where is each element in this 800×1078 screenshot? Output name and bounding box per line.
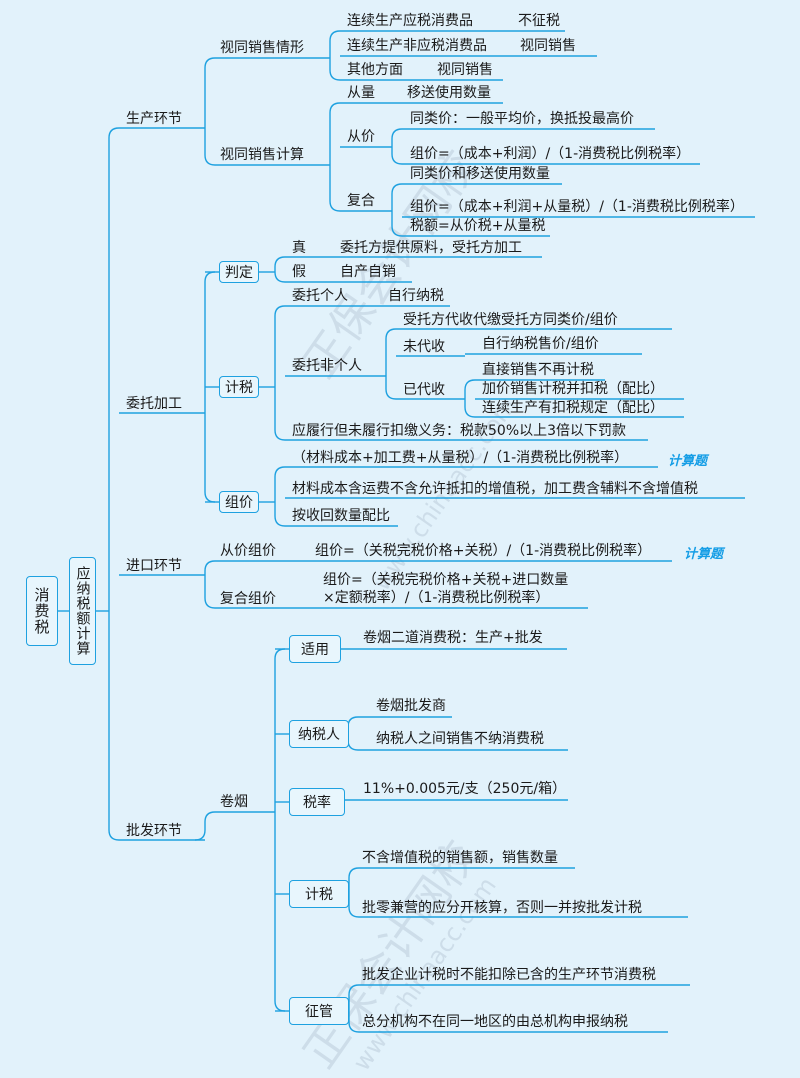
cigarette-label: 卷烟 [220, 794, 248, 810]
wholesale-tax-item: 不含增值税的销售额，销售数量 [362, 850, 558, 866]
wholesale-tax-node: 计税 [289, 880, 349, 908]
import-title: 进口环节 [126, 558, 182, 574]
ad-valorem-item: 组价=（成本+利润）/（1-消费税比例税率） [410, 146, 691, 162]
connector [274, 466, 286, 527]
composite-price-label: 组价 [225, 495, 253, 511]
rate-node: 税率 [289, 788, 345, 816]
judge-true-value: 委托方提供原料，受托方加工 [340, 240, 522, 256]
collected-item: 连续生产有扣税规定（配比） [482, 400, 664, 416]
admin-item: 总分机构不在同一地区的由总机构申报纳税 [362, 1014, 628, 1030]
apply-label: 适用 [301, 642, 329, 658]
import-compound-line2: ×定额税率）/（1-消费税比例税率） [323, 590, 550, 606]
rate-label: 税率 [303, 795, 331, 811]
deemed-case-label: 其他方面 [347, 62, 403, 78]
judge-false-label: 假 [292, 264, 306, 280]
connector [274, 305, 286, 441]
apply-value: 卷烟二道消费税：生产+批发 [363, 630, 543, 646]
import-compound-label: 复合组价 [220, 591, 276, 607]
ad-valorem-item: 同类价：一般平均价，换抵投最高价 [410, 111, 634, 127]
composite-price-node: 组价 [219, 491, 259, 513]
compound-item: 同类价和移送使用数量 [410, 166, 550, 182]
individual-label: 委托个人 [292, 288, 348, 304]
connector [274, 648, 286, 1012]
connector [108, 127, 120, 841]
deemed-calc-title: 视同销售计算 [220, 147, 304, 163]
sub-root-label: 应纳税额计算 [74, 566, 91, 656]
tax-label: 计税 [225, 380, 253, 396]
rate-value: 11%+0.005元/支（250元/箱） [363, 781, 567, 797]
sub-root-node: 应纳税额计算 [69, 557, 96, 665]
withheld-by-agent: 受托方代收代缴受托方同类价/组价 [403, 312, 618, 328]
connector [348, 867, 360, 918]
compound-item: 税额=从价税+从量税 [410, 218, 546, 234]
import-compound-line1: 组价=（关税完税价格+关税+进口数量 [323, 572, 569, 588]
connector [348, 984, 360, 1033]
import-ad-valorem-label: 从价组价 [220, 543, 276, 559]
judge-label: 判定 [225, 265, 253, 281]
admin-item: 批发企业计税时不能扣除已含的生产环节消费税 [362, 967, 656, 983]
production-title: 生产环节 [126, 111, 182, 127]
taxpayer-item: 卷烟批发商 [376, 698, 446, 714]
deemed-case-label: 连续生产非应税消费品 [347, 38, 487, 54]
collected-item: 加价销售计税并扣税（配比） [482, 381, 664, 397]
taxpayer-label: 纳税人 [298, 727, 340, 743]
compound-item: 组价=（成本+利润+从量税）/（1-消费税比例税率） [410, 199, 744, 215]
import-ad-valorem-value: 组价=（关税完税价格+关税）/（1-消费税比例税率） [315, 543, 652, 559]
not-collected-label: 未代收 [403, 339, 445, 355]
connector [329, 102, 341, 212]
tax-node: 计税 [219, 376, 259, 398]
deemed-case-value: 视同销售 [437, 62, 493, 78]
deemed-case-label: 连续生产应税消费品 [347, 13, 473, 29]
connector [274, 256, 286, 283]
admin-label: 征管 [305, 1004, 333, 1020]
taxpayer-node: 纳税人 [289, 720, 349, 748]
compound-label: 复合 [347, 193, 375, 209]
processing-title: 委托加工 [126, 396, 182, 412]
connector [329, 30, 341, 81]
admin-node: 征管 [289, 997, 349, 1025]
connector [385, 328, 397, 400]
judge-false-value: 自产自销 [340, 264, 396, 280]
apply-node: 适用 [289, 635, 341, 663]
composite-price-item: （材料成本+加工费+从量税）/（1-消费税比例税率） [292, 450, 629, 466]
judge-node: 判定 [219, 261, 259, 283]
wholesale-tax-item: 批零兼营的应分开核算，否则一并按批发计税 [362, 900, 642, 916]
connector [204, 57, 216, 166]
specific-label: 从量 [347, 85, 375, 101]
connector [464, 379, 476, 418]
calc-tag: 计算题 [684, 547, 724, 562]
not-collected-value: 自行纳税售价/组价 [482, 336, 599, 352]
penalty-text: 应履行但未履行扣缴义务：税款50%以上3倍以下罚款 [292, 423, 627, 439]
non-individual-label: 委托非个人 [292, 358, 362, 374]
calc-tag: 计算题 [668, 454, 708, 469]
deemed-case-value: 不征税 [518, 13, 560, 29]
connector [347, 716, 359, 751]
collected-label: 已代收 [403, 382, 445, 398]
connector [194, 811, 275, 841]
taxpayer-item: 纳税人之间销售不纳消费税 [376, 731, 544, 747]
specific-value: 移送使用数量 [407, 85, 491, 101]
ad-valorem-label: 从价 [347, 129, 375, 145]
individual-value: 自行纳税 [388, 288, 444, 304]
collected-item: 直接销售不再计税 [482, 362, 594, 378]
deemed-case-value: 视同销售 [520, 38, 576, 54]
connector [391, 128, 403, 165]
wholesale-tax-label: 计税 [305, 887, 333, 903]
composite-price-item: 材料成本含运费不含允许抵扣的增值税，加工费含辅料不含增值税 [292, 481, 698, 497]
connector [204, 560, 216, 609]
root-node: 消费税 [26, 576, 58, 646]
root-label: 消费税 [32, 587, 51, 635]
deemed-cases-title: 视同销售情形 [220, 40, 304, 56]
wholesale-title: 批发环节 [126, 823, 182, 839]
judge-true-label: 真 [292, 240, 306, 256]
connector [391, 183, 403, 237]
composite-price-item: 按收回数量配比 [292, 508, 390, 524]
